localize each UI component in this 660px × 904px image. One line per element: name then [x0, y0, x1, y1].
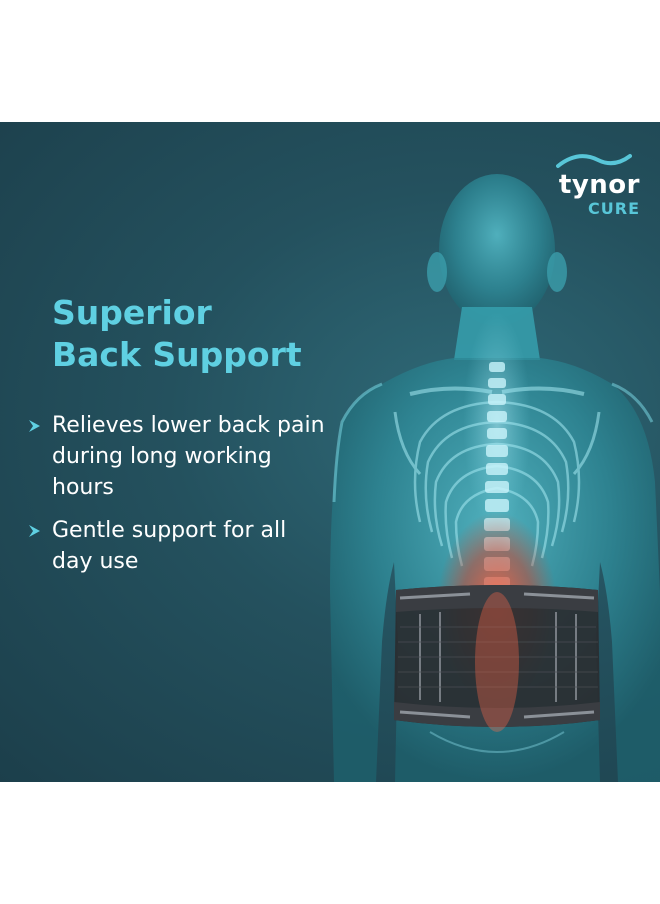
back-support-belt [394, 585, 600, 727]
feature-item: Gentle support for all day use [26, 515, 326, 577]
chevron-right-icon [29, 420, 40, 432]
feature-text: Gentle support for all day use [52, 518, 287, 574]
feature-list: Relieves lower back pain during long wor… [26, 410, 326, 589]
brand-logo: tynor CURE [548, 148, 640, 218]
swoosh-icon [556, 154, 632, 168]
headline: Superior Back Support [52, 292, 302, 376]
feature-text: Relieves lower back pain during long wor… [52, 413, 325, 500]
brand-subname: CURE [588, 199, 640, 218]
human-back-illustration [330, 174, 660, 782]
feature-item: Relieves lower back pain during long wor… [26, 410, 326, 503]
chevron-right-icon [29, 525, 40, 537]
brand-name: tynor [558, 170, 640, 200]
headline-line-2: Back Support [52, 335, 302, 374]
product-banner: tynor CURE Superior Back Support Relieve… [0, 122, 660, 782]
headline-line-1: Superior [52, 293, 212, 332]
